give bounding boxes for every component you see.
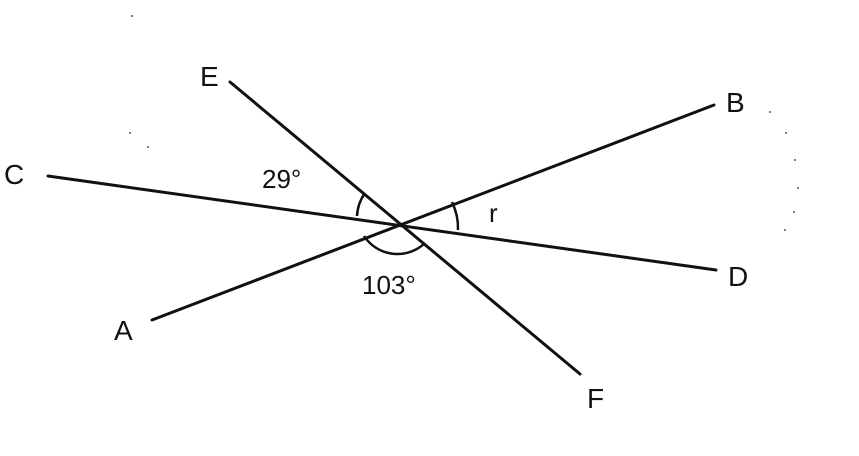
- point-label-c: C: [4, 159, 24, 190]
- point-label-a: A: [114, 315, 133, 346]
- point-label-f: F: [587, 383, 604, 414]
- point-label-b: B: [726, 87, 745, 118]
- angle-label-r: r: [489, 198, 498, 228]
- line-cd: [46, 174, 718, 272]
- angle-arc-r: [450, 201, 460, 231]
- scan-specks: [129, 15, 799, 231]
- angle-label-29: 29°: [262, 164, 301, 194]
- line-ef: [228, 80, 582, 376]
- angle-label-103: 103°: [362, 270, 416, 300]
- point-label-d: D: [728, 261, 748, 292]
- line-ab: [150, 103, 716, 322]
- point-label-e: E: [200, 61, 219, 92]
- angle-arc-103: [362, 235, 426, 256]
- angle-arc-29: [355, 192, 367, 217]
